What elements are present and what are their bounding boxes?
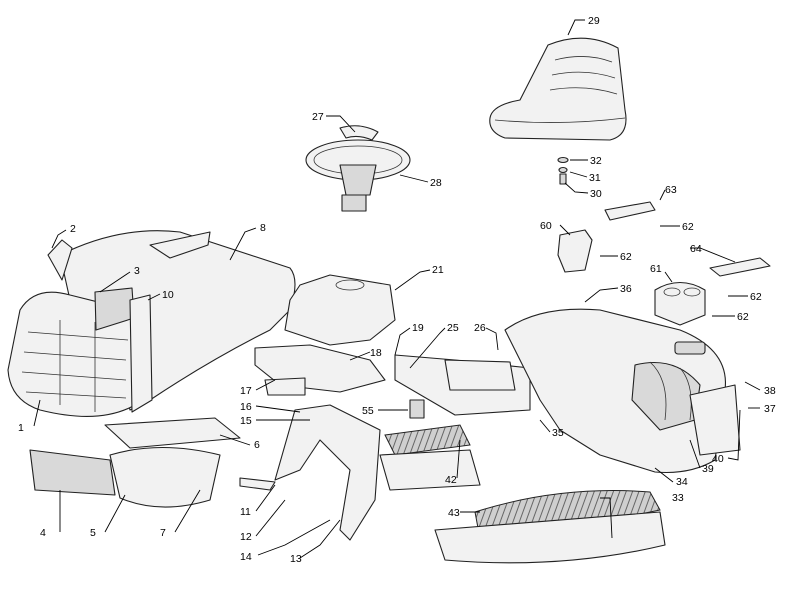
cup-holder	[557, 229, 706, 326]
callout-64: 64	[690, 243, 702, 255]
callout-55: 55	[362, 405, 374, 417]
callout-43: 43	[448, 507, 460, 519]
callout-3: 3	[134, 265, 140, 277]
dash-panel	[284, 274, 396, 346]
callout-62-b: 62	[620, 251, 632, 263]
callout-labels: 1 2 3 4 5 6 7 8 10 11 12 13 14 15 16 17 …	[18, 15, 776, 565]
callout-38: 38	[764, 385, 776, 397]
callout-26: 26	[474, 322, 486, 334]
callout-25: 25	[447, 322, 459, 334]
callout-12: 12	[240, 531, 252, 543]
callout-33: 33	[672, 492, 684, 504]
callout-61: 61	[650, 263, 662, 275]
callout-36: 36	[620, 283, 632, 295]
right-side-panel	[689, 384, 741, 456]
callout-29: 29	[588, 15, 600, 27]
callout-6: 6	[254, 439, 260, 451]
callout-63: 63	[665, 184, 677, 196]
callout-21: 21	[432, 264, 444, 276]
callout-62-c: 62	[750, 291, 762, 303]
callout-4: 4	[40, 527, 46, 539]
callout-17: 17	[240, 385, 252, 397]
callout-11: 11	[240, 506, 251, 518]
front-tray	[29, 417, 241, 508]
callout-5: 5	[90, 527, 96, 539]
callout-13: 13	[290, 553, 302, 565]
rear-fender	[504, 308, 726, 474]
callout-15: 15	[240, 415, 252, 427]
callout-42: 42	[445, 474, 457, 486]
leader-lines	[33, 19, 761, 559]
callout-60: 60	[540, 220, 552, 232]
callout-8: 8	[260, 222, 266, 234]
callout-31: 31	[589, 172, 601, 184]
hood-assembly	[7, 230, 296, 417]
seat	[489, 37, 627, 141]
callout-34: 34	[676, 476, 688, 488]
callout-19: 19	[412, 322, 424, 334]
callout-1: 1	[18, 422, 24, 434]
callout-32: 32	[590, 155, 602, 167]
callout-2: 2	[70, 223, 76, 235]
column-bracket	[239, 404, 381, 541]
callout-18: 18	[370, 347, 382, 359]
callout-27: 27	[312, 111, 324, 123]
callout-10: 10	[162, 289, 174, 301]
floor-mat-upper	[379, 424, 481, 491]
callout-35: 35	[552, 427, 564, 439]
callout-62-a: 62	[682, 221, 694, 233]
floor-mat-lower	[434, 490, 666, 564]
callout-14: 14	[240, 551, 252, 563]
callout-16: 16	[240, 401, 252, 413]
callout-39: 39	[702, 463, 714, 475]
storage-lids	[604, 201, 771, 277]
seat-bolt-stack	[557, 156, 569, 185]
callout-37: 37	[764, 403, 776, 415]
callout-30: 30	[590, 188, 602, 200]
callout-62-d: 62	[737, 311, 749, 323]
callout-40: 40	[712, 453, 724, 465]
callout-7: 7	[160, 527, 166, 539]
callout-28: 28	[430, 177, 442, 189]
center-frame	[254, 344, 531, 419]
steering-wheel	[305, 125, 411, 212]
